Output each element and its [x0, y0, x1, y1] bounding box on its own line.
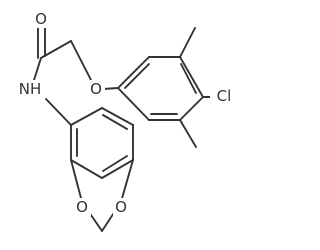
bond-carbonyl-to-nh — [33, 57, 42, 81]
bond-carbonyl-to-ch2 — [40, 40, 72, 59]
bond-bd-ring-inner-2 — [102, 155, 128, 172]
dioxole-oxygen-left-atom: O — [74, 198, 91, 216]
ether-oxygen-label: O — [90, 80, 102, 98]
bond-nh-to-aryl — [45, 98, 72, 126]
dioxole-oxygen-right-atom: O — [113, 198, 130, 216]
bond-bd-ring-5 — [70, 159, 103, 179]
bond-ph-ring-inner-1 — [124, 63, 150, 89]
ether-oxygen-atom: O — [88, 80, 105, 98]
carbonyl-oxygen-label: O — [35, 10, 47, 28]
chlorine-label: Cl — [217, 87, 232, 105]
bond-ph-ring-4 — [179, 96, 204, 121]
amide-nitrogen-atom: NH — [14, 80, 46, 98]
bond-ph-ring-1 — [117, 56, 150, 89]
bond-ph-ring-3 — [179, 56, 204, 98]
bond-bd-ring-inner-1 — [102, 114, 128, 130]
bond-methyl-bottom — [179, 119, 197, 148]
bond-bd-ring-2 — [101, 107, 134, 126]
chlorine-atom: Cl — [210, 87, 238, 105]
bond-dioxole-1 — [70, 159, 83, 203]
bond-layer — [33, 23, 212, 232]
bond-ch2-to-ether-o — [70, 40, 92, 81]
chemical-structure-diagram: O NH O Cl O O — [14, 10, 238, 232]
bond-dioxole-2 — [120, 159, 134, 203]
amide-nitrogen-label: NH — [19, 80, 42, 98]
dioxole-oxygen-left-label: O — [76, 198, 88, 216]
dioxole-oxygen-right-label: O — [115, 198, 127, 216]
bond-bd-ring-4 — [101, 159, 134, 179]
carbonyl-oxygen-atom: O — [32, 10, 49, 28]
bond-ph-ring-6 — [117, 87, 150, 121]
bond-ether-o-to-aryl — [102, 87, 119, 90]
atom-label-layer: O NH O Cl O O — [14, 10, 238, 216]
bond-ph-ring-inner-2 — [180, 63, 197, 94]
bond-methyl-top — [179, 27, 196, 58]
bond-bd-ring-1 — [70, 107, 103, 126]
